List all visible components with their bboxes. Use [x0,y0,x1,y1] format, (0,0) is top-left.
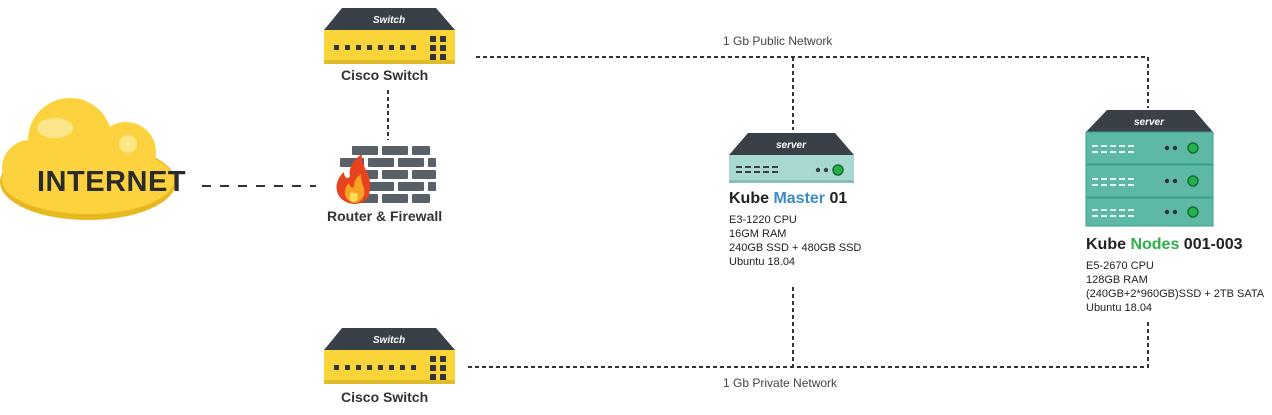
bottom-switch-badge: Switch [373,335,405,346]
nodes-spec-storage: (240GB+2*960GB)SSD + 2TB SATA [1086,288,1265,300]
nodes-spec-os: Ubuntu 18.04 [1086,302,1153,314]
bottom-switch-icon [324,328,455,384]
master-spec-ram: 16GM RAM [729,228,787,240]
private-network-line [468,320,1149,368]
nodes-title-highlight: Nodes [1130,236,1180,253]
top-switch-caption: Cisco Switch [341,67,429,83]
nodes-title: Kube Nodes 001-003 [1086,236,1243,254]
master-title-prefix: Kube [729,190,774,207]
public-network-label: 1 Gb Public Network [723,34,833,48]
master-spec-storage: 240GB SSD + 480GB SSD [729,242,862,254]
internet-cloud [0,98,176,220]
nodes-spec-ram: 128GB RAM [1086,274,1148,286]
master-spec-cpu: E3-1220 CPU [729,214,797,226]
public-network-line [476,56,1149,108]
bottom-switch-caption: Cisco Switch [341,389,429,405]
master-title-suffix: 01 [825,190,848,207]
master-title-highlight: Master [773,190,826,207]
router-firewall-caption: Router & Firewall [327,208,443,224]
nodes-title-suffix: 001-003 [1179,236,1243,253]
firewall-icon [336,146,436,204]
private-network-label: 1 Gb Private Network [723,376,838,390]
nodes-specs: E5-2670 CPU 128GB RAM (240GB+2*960GB)SSD… [1086,259,1264,315]
nodes-title-prefix: Kube [1086,236,1131,253]
master-title: Kube Master 01 [729,190,847,208]
top-switch-icon [324,8,455,64]
nodes-spec-cpu: E5-2670 CPU [1086,260,1154,272]
top-switch-badge: Switch [373,15,405,26]
master-server-badge: server [776,140,807,151]
master-specs: E3-1220 CPU 16GM RAM 240GB SSD + 480GB S… [729,213,861,269]
internet-label: INTERNET [37,166,186,198]
master-server-icon [729,133,854,183]
nodes-server-badge: server [1134,117,1165,128]
master-spec-os: Ubuntu 18.04 [729,256,796,268]
nodes-server-icon [1085,110,1214,227]
flame-icon [336,154,371,204]
